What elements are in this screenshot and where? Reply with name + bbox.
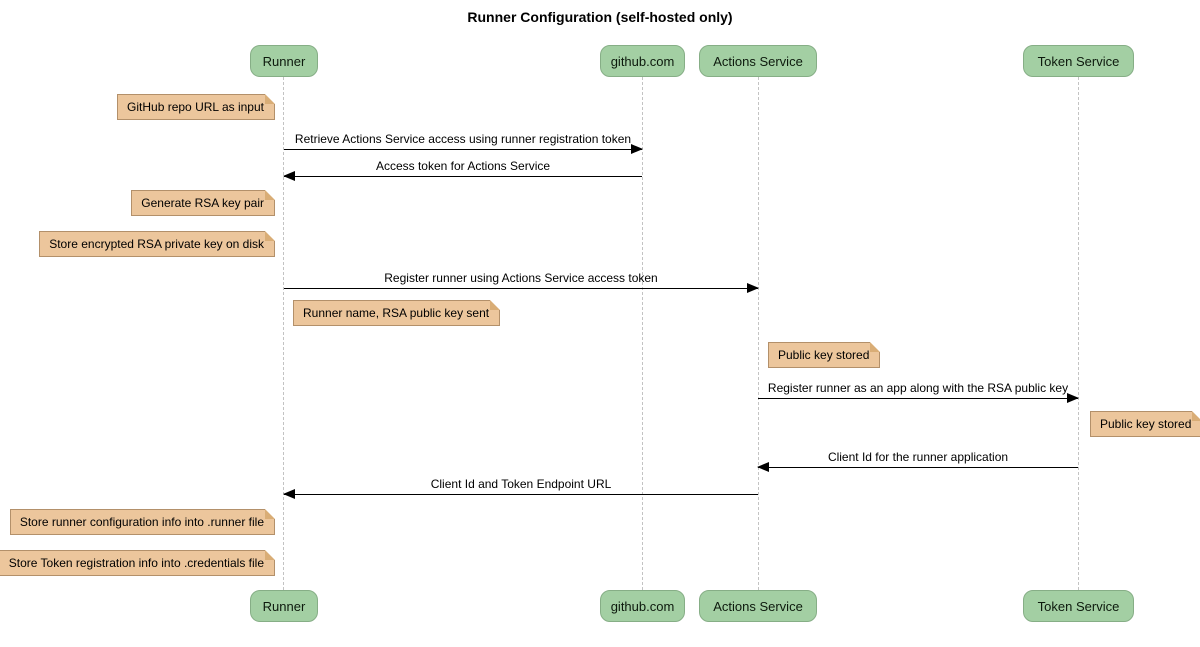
message-label: Access token for Actions Service [375,159,551,173]
message-label: Register runner using Actions Service ac… [384,271,658,285]
note-public-key-stored-token: Public key stored [1090,411,1200,437]
message-register-runner-as-app: Register runner as an app along with the… [758,381,1079,403]
participant-label: Runner [262,53,306,69]
participant-label: Actions Service [713,53,803,69]
message-client-id-token-endpoint: Client Id and Token Endpoint URL [283,477,758,499]
participant-github-top: github.com [600,45,685,77]
message-line [283,489,758,499]
arrowhead-right-icon [631,144,643,154]
message-line [758,393,1079,403]
lifeline-actions-service [758,77,759,590]
participant-label: Token Service [1037,53,1120,69]
message-line [284,144,643,154]
lifeline-github [642,77,643,590]
participant-token-service-top: Token Service [1023,45,1134,77]
note-generate-rsa-key-pair: Generate RSA key pair [131,190,275,216]
message-line [284,283,759,293]
lifeline-runner [283,77,284,590]
note-store-runner-file: Store runner configuration info into .ru… [9,509,276,535]
participant-token-service-bottom: Token Service [1023,590,1134,622]
participant-label: github.com [610,53,675,69]
message-client-id-returned: Client Id for the runner application [757,450,1078,472]
note-store-encrypted-private-key: Store encrypted RSA private key on disk [39,231,275,257]
participant-label: Actions Service [713,598,803,614]
message-line [283,171,642,181]
note-public-key-stored-actions: Public key stored [768,342,881,368]
arrowhead-left-icon [283,171,295,181]
lifeline-token-service [1078,77,1079,590]
participant-label: github.com [610,598,675,614]
message-label: Register runner as an app along with the… [767,381,1069,395]
message-line [757,462,1078,472]
message-retrieve-actions-access: Retrieve Actions Service access using ru… [284,132,643,154]
participant-label: Runner [262,598,306,614]
message-label: Client Id and Token Endpoint URL [430,477,612,491]
participant-runner-top: Runner [250,45,318,77]
message-register-runner: Register runner using Actions Service ac… [284,271,759,293]
participant-label: Token Service [1037,598,1120,614]
participant-github-bottom: github.com [600,590,685,622]
arrowhead-right-icon [1067,393,1079,403]
participant-runner-bottom: Runner [250,590,318,622]
message-label: Retrieve Actions Service access using ru… [294,132,632,146]
message-label: Client Id for the runner application [827,450,1009,464]
arrowhead-left-icon [757,462,769,472]
diagram-title: Runner Configuration (self-hosted only) [467,9,733,25]
participant-actions-service-top: Actions Service [699,45,817,77]
note-store-credentials-file: Store Token registration info into .cred… [0,550,276,576]
arrowhead-right-icon [747,283,759,293]
participant-actions-service-bottom: Actions Service [699,590,817,622]
arrowhead-left-icon [283,489,295,499]
note-runner-name-public-key-sent: Runner name, RSA public key sent [293,300,501,326]
note-github-repo-url-input: GitHub repo URL as input [117,94,275,120]
message-access-token-returned: Access token for Actions Service [283,159,642,181]
